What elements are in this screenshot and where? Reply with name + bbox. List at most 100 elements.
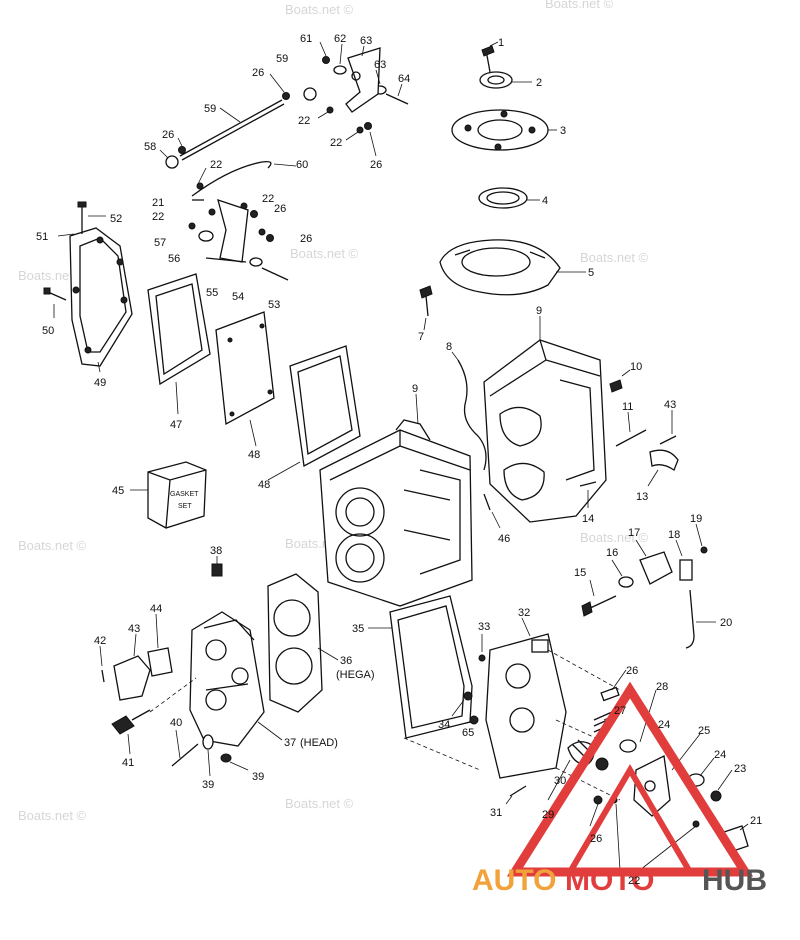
watermark: Boats.net © [18,268,87,283]
part-label: 32 [518,607,530,619]
part-label: 52 [110,213,122,225]
watermark: Boats.net © [580,250,649,265]
part-label: 46 [498,533,510,545]
part-label: 9 [536,305,542,317]
part-label: 42 [94,635,106,647]
part-label: 26 [626,665,638,677]
part-label: 24 [714,749,726,761]
part-label: 60 [296,159,308,171]
part-label: 24 [658,719,670,731]
part-label: 26 [274,203,286,215]
gasket-set-group: GASKET SET [130,461,207,529]
part-label: 36 [340,655,352,667]
part-label: 41 [122,757,134,769]
part-label: 26 [162,129,174,141]
part-label: 10 [630,361,642,373]
part-label: 26 [300,233,312,245]
part-label: 22 [330,137,342,149]
part-label: 57 [154,237,166,249]
part-label: 5 [588,267,594,279]
automotohub-logo: AUTO MOTO HUB [472,681,767,897]
part-label: 3 [560,125,566,137]
part-label: 45 [112,485,124,497]
watermark: Boats.net © [285,2,354,17]
part-label: 62 [334,33,346,45]
part-label: 20 [720,617,732,629]
part-label: 28 [656,681,668,693]
part-labels: 1 2 3 4 5 7 8 9 9 10 11 13 14 15 16 17 1… [36,33,762,887]
part-label: 9 [412,383,418,395]
part-label: 26 [590,833,602,845]
part-label: 47 [170,419,182,431]
head-callout: (HEAD) [300,737,338,749]
linkage-group [159,41,409,281]
part-label: 63 [360,35,372,47]
part-label: 37 [284,737,296,749]
cylinder-head-group [99,556,283,777]
lower-plate-group [368,595,621,805]
part-label: 30 [554,775,566,787]
part-label: 27 [614,705,626,717]
top-bearing-group [419,41,586,331]
gasket-set-label: GASKET [170,491,199,498]
part-label: 2 [536,77,542,89]
part-label: 56 [168,253,180,265]
part-label: 7 [418,331,424,343]
part-label: 64 [398,73,410,85]
gasket-set-label: SET [178,503,192,510]
part-label: 61 [300,33,312,45]
part-label: 51 [36,231,48,243]
part-label: 26 [252,67,264,79]
part-label: 11 [622,401,633,413]
part-label: 22 [262,193,274,205]
head-gasket-group [267,573,339,713]
part-label: 22 [152,211,164,223]
part-label: 48 [248,449,260,461]
part-label: 29 [542,809,554,821]
part-label: 55 [206,287,218,299]
part-label: 21 [152,197,164,209]
plates-group [147,273,361,481]
part-label: 50 [42,325,54,337]
part-label: 39 [252,771,264,783]
part-label: 17 [628,527,640,539]
part-label: 58 [144,141,156,153]
watermark: Boats.net © [290,246,359,261]
part-label: 4 [542,195,548,207]
part-label: 38 [210,545,222,557]
logo-text-hub: HUB [702,864,767,897]
part-label: 53 [268,299,280,311]
part-label: 63 [374,59,386,71]
hega-callout: (HEGA) [336,669,375,681]
part-label: 43 [664,399,676,411]
part-label: 54 [232,291,244,303]
part-label: 31 [490,807,502,819]
part-label: 16 [606,547,618,559]
part-label: 48 [258,479,270,491]
right-small-parts-group [581,523,716,649]
part-label: 15 [574,567,586,579]
part-label: 1 [498,37,504,49]
logo-text-auto: AUTO [472,864,556,897]
part-label: 8 [446,341,452,353]
watermark: Boats.net © [285,796,354,811]
part-label: 22 [298,115,310,127]
watermark: Boats.net © [580,530,649,545]
part-label: 18 [668,529,680,541]
part-label: 39 [202,779,214,791]
part-label: 40 [170,717,182,729]
part-label: 26 [370,159,382,171]
part-label: 25 [698,725,710,737]
side-cover-group [43,201,133,373]
part-label: 21 [750,815,762,827]
watermark: Boats.net © [18,808,87,823]
part-label: 34 [438,719,450,731]
part-label: 59 [276,53,288,65]
part-label: 19 [690,513,702,525]
part-label: 23 [734,763,746,775]
part-label: 33 [478,621,490,633]
part-label: 35 [352,623,364,635]
part-label: 22 [628,875,640,887]
logo-text-moto: MOTO [565,864,654,897]
